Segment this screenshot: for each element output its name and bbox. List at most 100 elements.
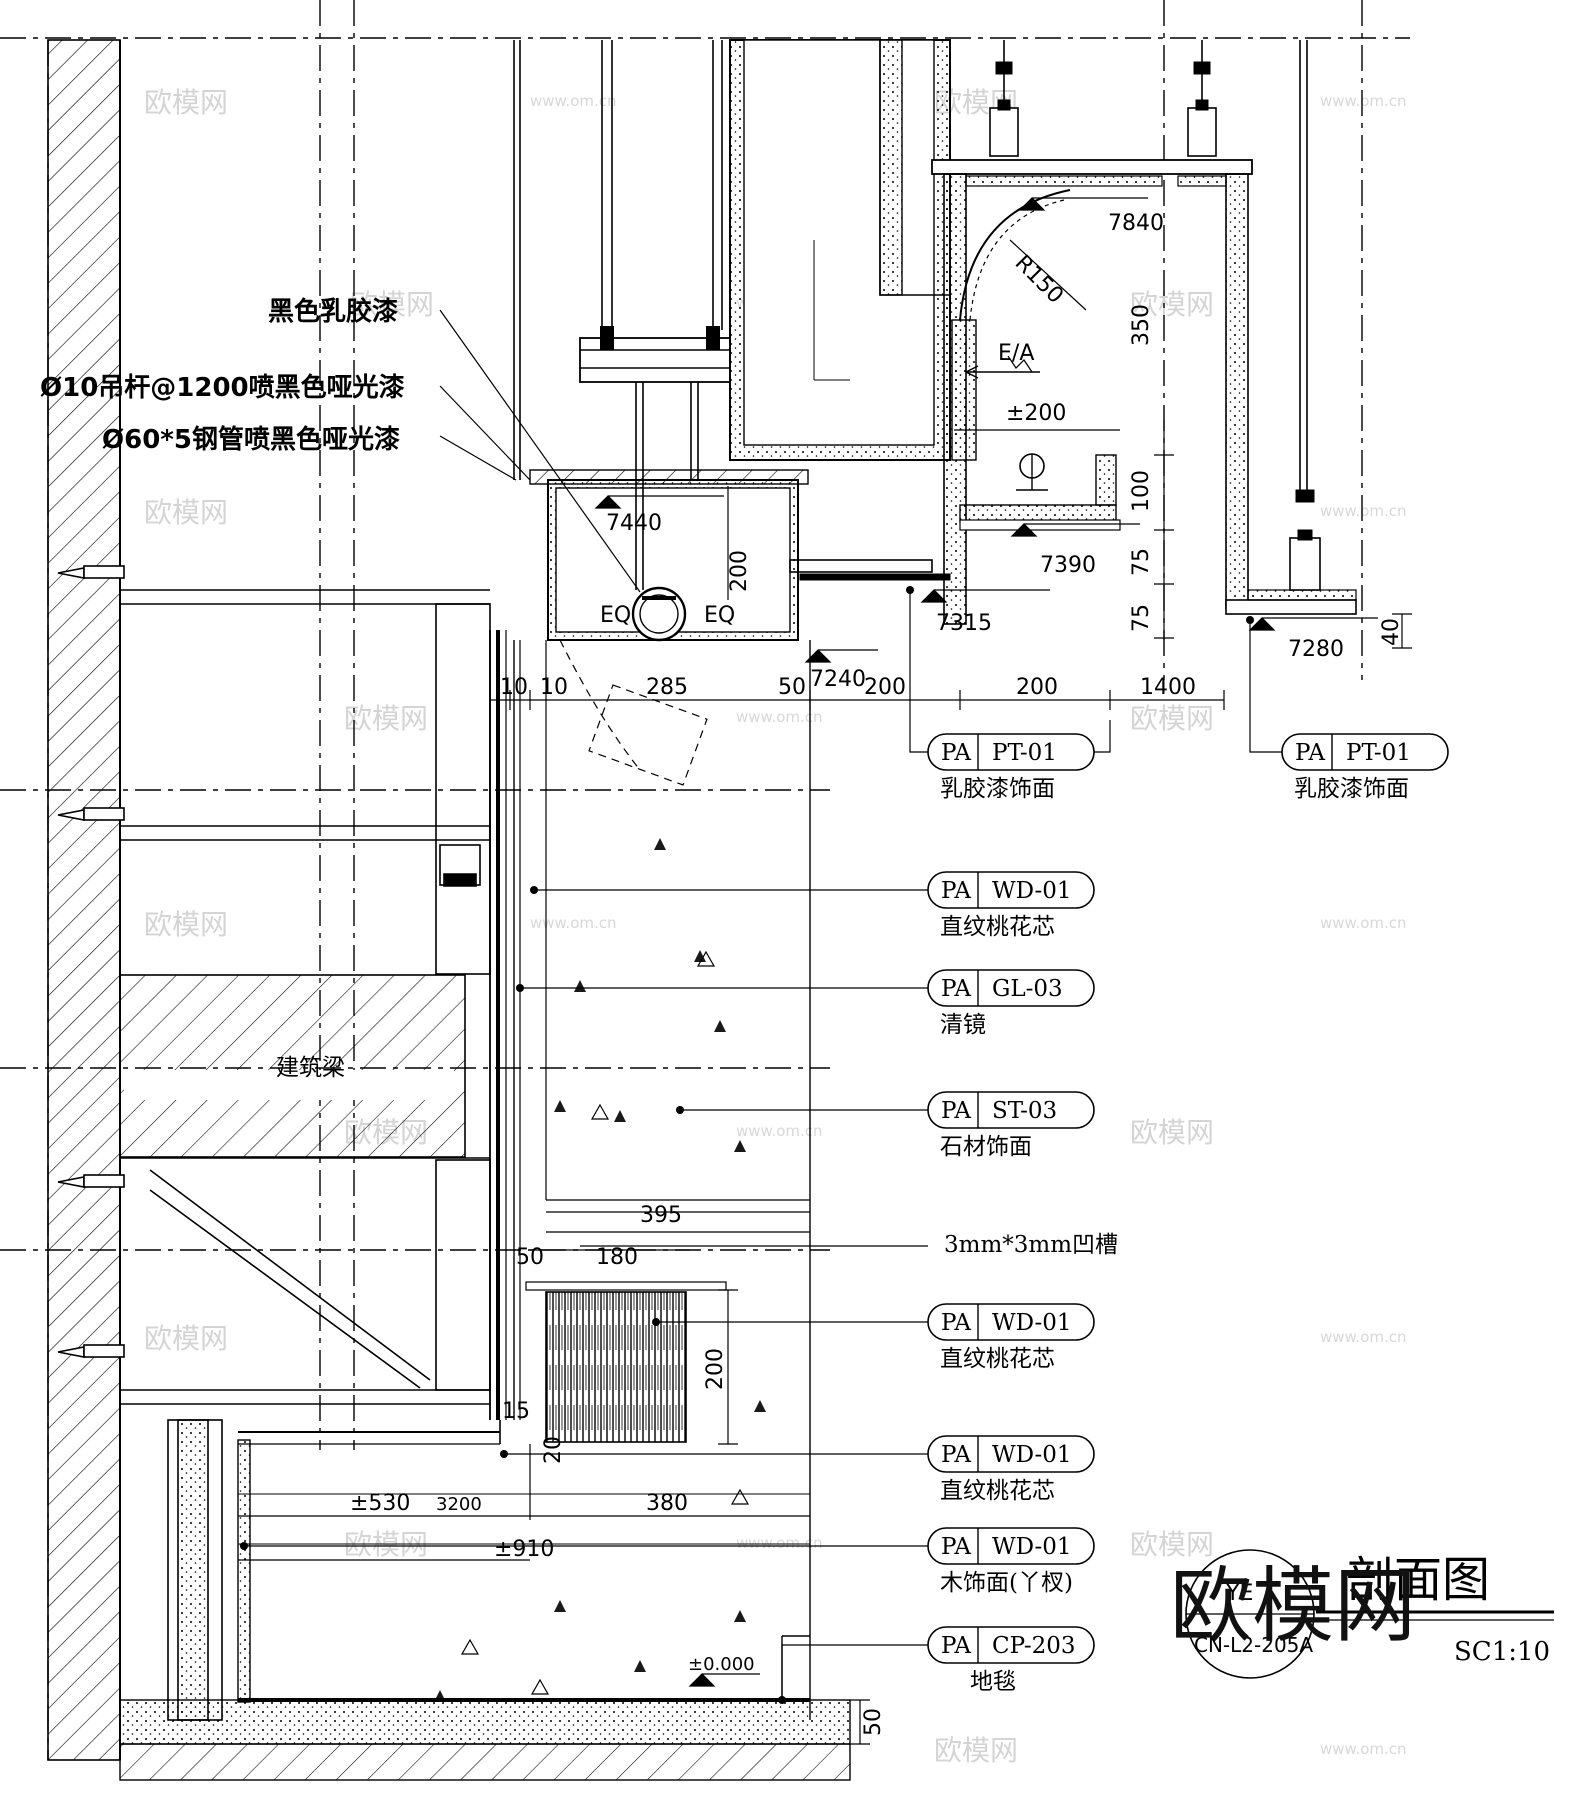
dimension-lines	[238, 197, 1412, 1745]
vertical-board	[729, 39, 951, 581]
title-scale: SC1:10	[1454, 1637, 1550, 1667]
watermark-text: 欧模网	[934, 1734, 1018, 1767]
material-tag-prefix: PA	[941, 1310, 971, 1336]
dim-eq1: EQ	[600, 603, 631, 628]
watermark-url: www.om.cn	[1320, 1328, 1407, 1346]
dim-eq2: EQ	[704, 603, 735, 628]
material-tag: PA GL-03 清镜	[927, 969, 1095, 1038]
dim-r150: R150	[1010, 251, 1068, 309]
material-tag-code: WD-01	[992, 878, 1072, 904]
material-tag-desc: 木饰面(丫杈)	[940, 1570, 1073, 1596]
material-tag-code: WD-01	[992, 1534, 1072, 1560]
watermark-text: 欧模网	[144, 496, 228, 529]
material-tag-code: CP-203	[992, 1633, 1076, 1659]
material-tag-desc: 清镜	[940, 1012, 986, 1038]
watermark-url: www.om.cn	[1320, 1740, 1407, 1758]
watermark-url: www.om.cn	[1320, 502, 1407, 520]
material-tag-desc: 乳胶漆饰面	[1294, 776, 1409, 802]
material-tag-code: GL-03	[992, 976, 1063, 1002]
watermark-text: 欧模网	[350, 288, 434, 321]
floor	[119, 1420, 851, 1781]
watermark-url: www.om.cn	[736, 708, 823, 726]
dim-ea: E/A	[998, 341, 1034, 366]
material-tag: PA WD-01 直纹桃花芯	[927, 1303, 1095, 1372]
dim-7440: 7440	[606, 511, 662, 536]
dim-395: 395	[640, 1203, 682, 1228]
material-tag-desc: 地毯	[970, 1669, 1016, 1695]
building-beam-label: 建筑梁	[276, 1055, 345, 1081]
annotation-steel-pipe: Ø60*5钢管喷黑色哑光漆	[102, 424, 400, 455]
dim-7840: 7840	[1108, 211, 1164, 236]
dim-pm530: ±530	[350, 1491, 410, 1516]
dim-75b: 75	[1129, 604, 1154, 632]
dim-10b: 10	[540, 675, 568, 700]
material-tag-prefix: PA	[941, 976, 971, 1002]
material-tag-code: WD-01	[992, 1442, 1072, 1468]
dim-3200: 3200	[436, 1494, 482, 1515]
material-tag-prefix: PA	[1295, 740, 1325, 766]
material-tag-prefix: PA	[941, 1442, 971, 1468]
watermark-text: 欧模网	[1130, 1116, 1214, 1149]
curved-ceiling-box	[931, 40, 1357, 625]
dim-200a: 200	[864, 675, 906, 700]
watermark-text: 欧模网	[1130, 702, 1214, 735]
watermark-text: 欧模网	[344, 702, 428, 735]
watermark-text: 欧模网	[1130, 288, 1214, 321]
dim-7390: 7390	[1040, 553, 1096, 578]
material-tag-code: PT-01	[992, 740, 1057, 766]
material-tag: PA ST-03 石材饰面	[927, 1091, 1095, 1160]
dim-50b: 50	[516, 1245, 544, 1270]
material-tag: PA WD-01 直纹桃花芯	[927, 1435, 1095, 1504]
dim-50c: 50	[861, 1708, 886, 1736]
material-tag-prefix: PA	[941, 740, 971, 766]
annotation-hanger-rod: Ø10吊杆@1200喷黑色哑光漆	[40, 372, 405, 403]
watermark-text: 欧模网	[144, 1322, 228, 1355]
dim-pm910: ±910	[494, 1537, 554, 1562]
title-text: 剖面图	[1346, 1552, 1490, 1608]
dim-75a: 75	[1129, 548, 1154, 576]
watermark-url: www.om.cn	[530, 92, 617, 110]
leader-lines	[244, 309, 1282, 1700]
material-tag-prefix: PA	[941, 878, 971, 904]
column-member	[167, 1419, 223, 1721]
dim-7280: 7280	[1288, 637, 1344, 662]
material-tag: PA WD-01 直纹桃花芯	[927, 871, 1095, 940]
title-sheet: CN-L2-205A	[1194, 1633, 1313, 1657]
title-ref: YE	[1225, 1581, 1253, 1606]
ceiling-box	[513, 40, 809, 786]
dim-15: 15	[502, 1399, 530, 1424]
watermark-url: www.om.cn	[736, 1122, 823, 1140]
watermark-url: www.om.cn	[1320, 914, 1407, 932]
dim-20: 20	[541, 1436, 566, 1464]
dim-350: 350	[1129, 304, 1154, 346]
dim-7315: 7315	[936, 611, 992, 636]
annotation-groove: 3mm*3mm凹槽	[944, 1232, 1118, 1258]
material-tag-prefix: PA	[941, 1098, 971, 1124]
dim-200v: 200	[727, 550, 752, 592]
dim-40: 40	[1379, 618, 1404, 646]
dim-180: 180	[596, 1245, 638, 1270]
structural-wall	[47, 39, 121, 1761]
watermark-text: 欧模网	[144, 908, 228, 941]
material-tag-desc: 直纹桃花芯	[940, 1478, 1055, 1504]
dim-10a: 10	[500, 675, 528, 700]
anchor-bolts	[57, 565, 125, 1358]
material-tag: PA PT-01 乳胶漆饰面	[1281, 733, 1449, 802]
dim-1400: 1400	[1140, 675, 1196, 700]
material-tag-code: ST-03	[992, 1098, 1057, 1124]
dim-380: 380	[646, 1491, 688, 1516]
material-tag: PA CP-203 地毯	[927, 1626, 1095, 1695]
dim-200c: 200	[703, 1348, 728, 1390]
watermark-url: www.om.cn	[530, 914, 617, 932]
title-block: YE CN-L2-205A 剖面图 SC1:10 欧模网	[1170, 1549, 1554, 1679]
dim-100: 100	[1129, 470, 1154, 512]
material-tag-desc: 乳胶漆饰面	[940, 776, 1055, 802]
dim-285: 285	[646, 675, 688, 700]
watermark-url: www.om.cn	[736, 1534, 823, 1552]
dim-200b: 200	[1016, 675, 1058, 700]
wall-cladding	[489, 630, 811, 1720]
watermark-url: www.om.cn	[1320, 92, 1407, 110]
stone-fill-outline	[460, 950, 750, 1695]
material-tag-prefix: PA	[941, 1633, 971, 1659]
